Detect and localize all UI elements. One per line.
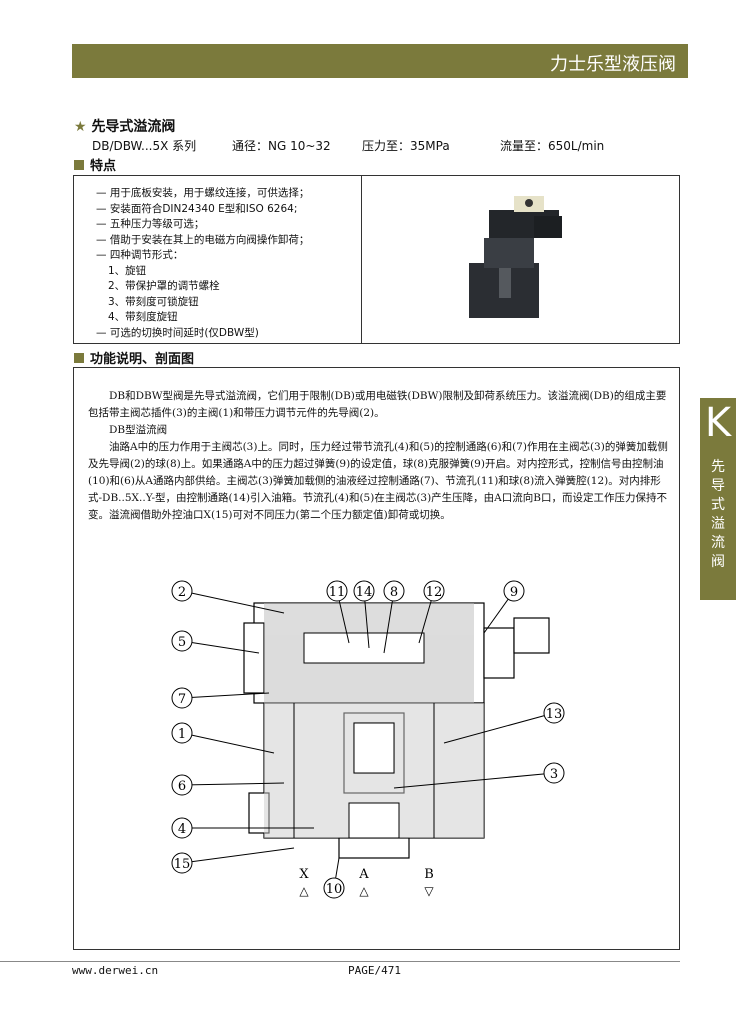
callout-label: 9 (510, 585, 518, 600)
spec-size: 通径：NG 10~32 (232, 139, 331, 153)
callout-circle (171, 630, 193, 652)
leader-line (443, 712, 555, 744)
function-heading: 功能说明、剖面图 (74, 348, 194, 367)
square-bullet-icon (74, 353, 84, 363)
feature-item: — 用于底板安装，用于螺纹连接，可供选择； (96, 187, 310, 199)
callout-label: 11 (329, 585, 346, 600)
callout-label: 10 (326, 882, 343, 897)
paragraph: DB和DBW型阀是先导式溢流阀，它们用于限制(DB)或用电磁铁(DBW)限制及卸… (88, 390, 667, 419)
feature-item: 4、带刻度旋钮 (108, 311, 178, 323)
square-bullet-icon (74, 160, 84, 170)
port-label: X (299, 867, 309, 882)
callout-label: 3 (550, 767, 558, 782)
leader-line (181, 847, 295, 864)
port-triangle-icon: △ (299, 884, 309, 898)
callout-label: 4 (178, 822, 186, 837)
callout-label: 5 (178, 635, 186, 650)
function-heading-text: 功能说明、剖面图 (90, 352, 195, 367)
callout-circle (171, 852, 193, 874)
callout-label: 1 (178, 727, 186, 742)
product-title-text: 先导式溢流阀 (91, 119, 176, 135)
callout-label: 14 (356, 585, 373, 600)
product-title: ★ 先导式溢流阀 (74, 116, 175, 136)
port-label: A (358, 867, 369, 882)
spec-flow: 流量至：650L/min (500, 139, 605, 153)
leader-line (181, 692, 270, 699)
feature-item: 1、旋钮 (108, 264, 147, 277)
feature-item: — 五种压力等级可选； (96, 218, 205, 230)
spec-series: DB/DBW...5X 系列 (92, 139, 197, 153)
callout-circle (171, 580, 193, 602)
header-title: 力士乐型液压阀 (550, 54, 676, 75)
callout-label: 7 (178, 692, 186, 707)
callout-circle (171, 817, 193, 839)
feature-item: — 借助于安装在其上的电磁方向阀操作卸荷； (96, 233, 310, 246)
header-bar: 力士乐型液压阀 (72, 44, 688, 78)
callout-circle (326, 580, 348, 602)
port-triangle-icon: △ (359, 884, 369, 898)
leader-line (393, 772, 555, 789)
callout-label: 6 (178, 779, 186, 794)
callout-label: 8 (390, 585, 398, 600)
leader-line (181, 640, 260, 654)
callout-circle (353, 580, 375, 602)
function-box: DB和DBW型阀是先导式溢流阀，它们用于限制(DB)或用电磁铁(DBW)限制及卸… (73, 367, 680, 950)
port-triangle-icon: ▽ (424, 884, 434, 898)
callout-circle (423, 580, 445, 602)
footer-url[interactable]: www.derwei.cn (72, 964, 159, 977)
star-icon: ★ (74, 119, 87, 135)
callout-circle (543, 762, 565, 784)
feature-item: 3、带刻度可锁旋钮 (108, 295, 199, 308)
paragraph: 油路A中的压力作用于主阀芯(3)上。同时，压力经过带节流孔(4)和(5)的控制通… (88, 441, 668, 521)
side-tab-label: 先导式溢流阀 (711, 459, 725, 570)
features-heading-text: 特点 (90, 159, 117, 174)
side-tab-letter: K (700, 398, 736, 448)
callout-circle (543, 702, 565, 724)
callout-circle (383, 580, 405, 602)
footer-page: PAGE/471 (348, 964, 401, 977)
section-side-tab: K 先导式溢流阀 (700, 398, 736, 600)
function-text: DB和DBW型阀是先导式溢流阀，它们用于限制(DB)或用电磁铁(DBW)限制及卸… (88, 388, 668, 524)
leader-line (181, 590, 285, 614)
features-heading: 特点 (74, 155, 116, 174)
callout-label: 12 (426, 585, 443, 600)
port-label: B (424, 867, 434, 882)
feature-item: — 四种调节形式： (96, 249, 184, 261)
callout-label: 13 (546, 707, 563, 722)
callout-circle (503, 580, 525, 602)
feature-item: — 安装面符合DIN24340 E型和ISO 6264; (96, 202, 298, 215)
callout-circle (171, 774, 193, 796)
divider (361, 176, 362, 343)
callout-label: 2 (178, 585, 186, 600)
callout-circle (171, 687, 193, 709)
feature-item: 2、带保护罩的调节螺栓 (108, 280, 220, 292)
section-drawing: 2 5 7 1 6 4 15 11 14 8 12 9 13 3 10 X △ A △ B ▽ (171, 580, 565, 899)
features-box: — 用于底板安装，用于螺纹连接，可供选择； — 安装面符合DIN24340 E型和… (73, 175, 680, 344)
paragraph: DB型溢流阀 (109, 424, 168, 436)
callout-label: 15 (174, 857, 191, 872)
valve-product-photo (469, 196, 562, 318)
callout-circle (323, 877, 345, 899)
feature-item: — 可选的切换时间延时(仅DBW型) (96, 326, 259, 339)
features-list: — 用于底板安装，用于螺纹连接，可供选择； — 安装面符合DIN24340 E型和… (96, 186, 309, 341)
callout-circle (171, 722, 193, 744)
leader-line (181, 782, 285, 786)
spec-pressure: 压力至：35MPa (362, 139, 450, 153)
footer-divider (0, 961, 680, 962)
leader-line (181, 732, 275, 754)
